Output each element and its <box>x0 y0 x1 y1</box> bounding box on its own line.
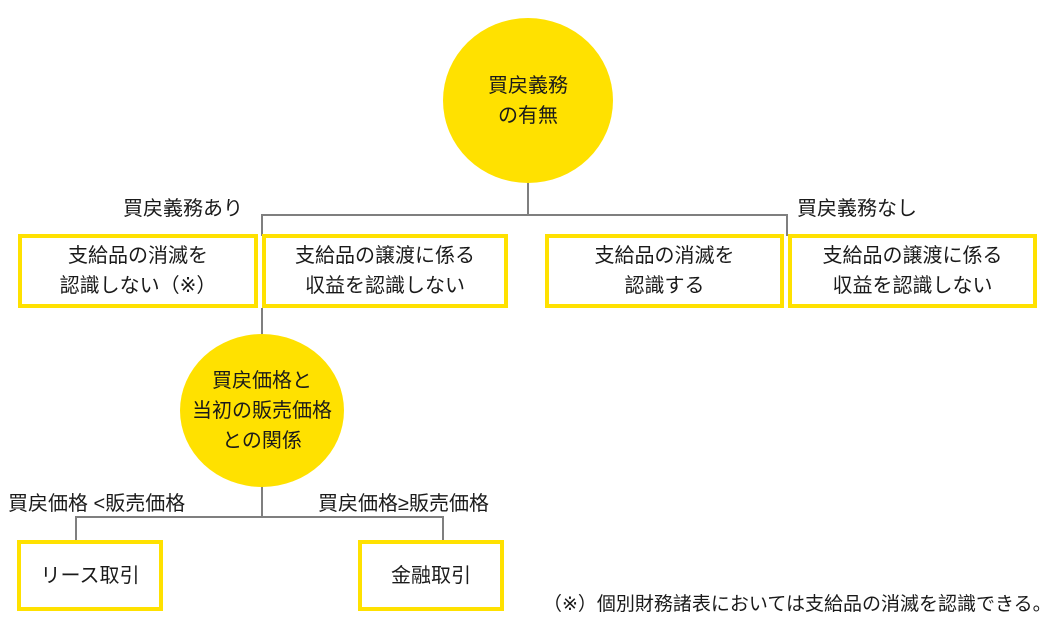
box2-line1: 支給品の譲渡に係る <box>295 245 475 267</box>
box-no-revenue-recognition-left: 支給品の譲渡に係る 収益を認識しない <box>262 234 508 308</box>
node-price-relationship-line2: 当初の販売価格 <box>192 399 332 422</box>
connector-row1-left-drop <box>261 214 263 236</box>
connector-row1-right-drop <box>786 214 788 236</box>
box4-line1: 支給品の譲渡に係る <box>822 245 1003 267</box>
box-financing-transaction: 金融取引 <box>358 540 504 611</box>
box-lease-transaction: リース取引 <box>17 540 163 611</box>
edge-label-obligation-yes: 買戻義務あり <box>123 198 243 220</box>
box-lease-transaction-label: リース取引 <box>40 564 140 587</box>
connector-row2-right-drop <box>442 516 444 542</box>
connector-row2-left-drop <box>75 516 77 542</box>
box2-line2: 収益を認識しない <box>305 275 465 297</box>
node-buyback-obligation-line1: 買戻義務 <box>488 74 568 97</box>
node-price-relationship: 買戻価格と 当初の販売価格 との関係 <box>180 334 344 487</box>
box3-line2: 認識する <box>624 275 705 297</box>
edge-label-obligation-no: 買戻義務なし <box>797 198 917 220</box>
node-price-relationship-line1: 買戻価格と <box>212 369 312 392</box>
edge-label-price-gte: 買戻価格≥販売価格 <box>318 493 489 515</box>
box-financing-transaction-label: 金融取引 <box>391 564 471 587</box>
node-buyback-obligation-line2: の有無 <box>498 104 558 127</box>
box4-line2: 収益を認識しない <box>832 275 993 297</box>
box-no-revenue-recognition-right: 支給品の譲渡に係る 収益を認識しない <box>788 234 1037 308</box>
edge-label-price-less: 買戻価格 <販売価格 <box>8 493 186 515</box>
box1-line2: 認識しない（※） <box>59 275 217 297</box>
box-no-derecognition-supplied-goods: 支給品の消滅を 認識しない（※） <box>18 234 258 308</box>
connector-mid-stem-bottom <box>261 486 263 517</box>
footnote: （※）個別財務諸表においては支給品の消滅を認識できる。 <box>543 594 1051 615</box>
node-price-relationship-line3: との関係 <box>222 429 302 452</box>
box3-line1: 支給品の消滅を <box>594 245 735 267</box>
connector-root-stem <box>527 182 529 215</box>
node-buyback-obligation: 買戻義務 の有無 <box>443 18 613 183</box>
connector-row2-branch-bar <box>75 516 444 518</box>
connector-mid-stem-top <box>261 308 263 336</box>
connector-row1-branch-bar <box>261 214 788 216</box>
box-derecognition-supplied-goods: 支給品の消滅を 認識する <box>545 234 784 308</box>
box1-line1: 支給品の消滅を <box>68 245 208 267</box>
